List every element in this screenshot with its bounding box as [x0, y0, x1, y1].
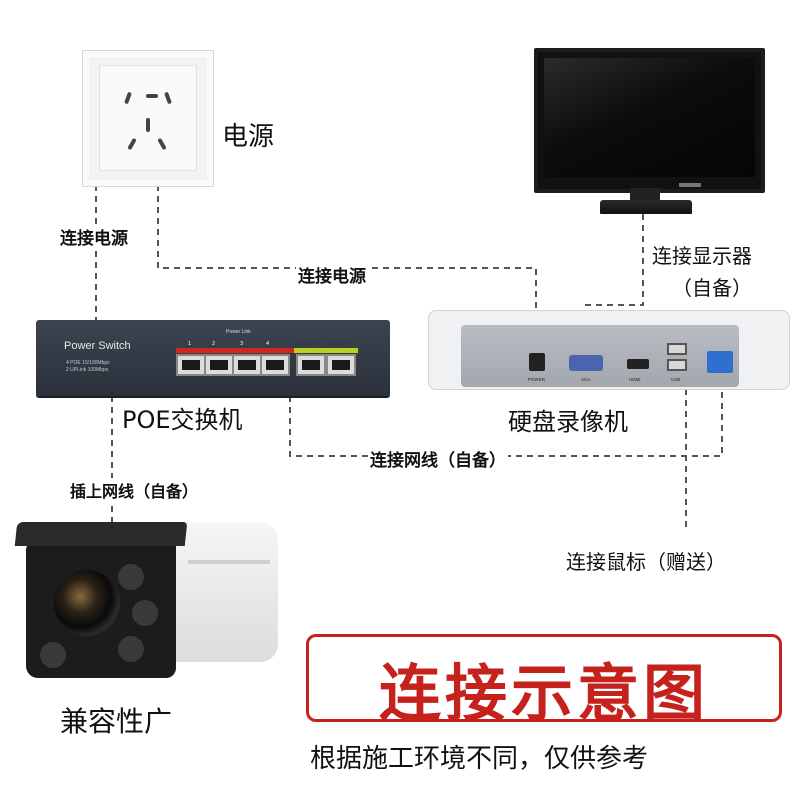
monitor-screen — [544, 58, 755, 177]
outlet-slot — [146, 118, 150, 132]
ir-led-icon — [132, 600, 158, 626]
port-number: 1 — [188, 341, 192, 347]
switch-spec-1: 4 POE 10/100Mbps — [66, 360, 110, 366]
ir-led-icon — [118, 636, 144, 662]
outlet-slot — [164, 91, 172, 105]
connect-network-cable-label: 连接网线（自备） — [368, 446, 508, 471]
camera-sunshade — [14, 522, 188, 546]
disclaimer-text: 根据施工环境不同，仅供参考 — [310, 744, 649, 774]
connect-mouse-label: 连接鼠标（赠送） — [566, 550, 726, 574]
hdmi-port-label: HDMI — [629, 377, 641, 382]
poe-port — [176, 354, 206, 376]
monitor-stand-neck — [630, 188, 660, 202]
hdmi-port — [627, 359, 649, 369]
switch-brand-text: Power Switch — [64, 340, 131, 352]
poe-port — [204, 354, 234, 376]
power-source-label: 电源 — [222, 122, 275, 152]
monitor-stand-base — [600, 200, 692, 214]
connect-display-label: 连接显示器 — [652, 244, 752, 268]
poe-ports-red-strip — [176, 348, 298, 353]
outlet-slot — [157, 137, 167, 151]
uplink-green-strip — [294, 348, 358, 353]
port-number: 3 — [240, 341, 244, 347]
uplink2-text: Up Link 2 — [328, 341, 347, 346]
poe-port — [232, 354, 262, 376]
diagram-title: 连接示意图 — [378, 657, 709, 730]
uplink1-text: Up Link 1 — [298, 341, 317, 346]
ir-led-icon — [118, 564, 144, 590]
port-number: 4 — [266, 341, 270, 347]
outlet-slot — [146, 94, 158, 98]
nvr-back-panel: POWER VGA HDMI USB — [461, 325, 739, 387]
ir-led-icon — [40, 642, 66, 668]
monitor-logo — [679, 183, 701, 187]
uplink-port — [326, 354, 356, 376]
nvr-label: 硬盘录像机 — [508, 408, 628, 436]
poe-switch-label: POE交换机 — [122, 406, 243, 434]
self-provided-label: （自备） — [672, 276, 752, 300]
camera-body-groove — [188, 560, 270, 564]
camera-lens — [54, 570, 120, 636]
compatibility-label: 兼容性广 — [60, 705, 173, 738]
line-monitor-vga — [585, 214, 644, 356]
power-outlet — [82, 50, 214, 187]
power-link-text: Power Link — [226, 329, 251, 335]
plug-network-cable-label: 插上网线（自备） — [68, 478, 201, 502]
port-number: 2 — [212, 341, 216, 347]
vga-port — [569, 355, 603, 371]
connect-power-left-label: 连接电源 — [58, 224, 130, 249]
power-port-label: POWER — [528, 377, 546, 382]
poe-port — [260, 354, 290, 376]
usb-port-label: USB — [671, 377, 681, 382]
lan-port — [707, 351, 733, 373]
vga-port-label: VGA — [581, 377, 591, 382]
connect-power-mid-label: 连接电源 — [296, 262, 368, 287]
monitor — [534, 48, 765, 193]
usb-port — [667, 343, 687, 355]
uplink-port — [296, 354, 326, 376]
usb-port — [667, 359, 687, 371]
outlet-plate — [99, 65, 197, 171]
power-port — [529, 353, 545, 371]
outlet-slot — [127, 137, 137, 151]
poe-switch: Power Switch 4 POE 10/100Mbps 2 UPLink 1… — [36, 320, 390, 396]
switch-spec-2: 2 UPLink 100Mbps — [66, 367, 109, 373]
nvr-recorder: POWER VGA HDMI USB — [428, 310, 790, 390]
outlet-slot — [124, 91, 132, 105]
title-box: 连接示意图 — [306, 634, 782, 730]
